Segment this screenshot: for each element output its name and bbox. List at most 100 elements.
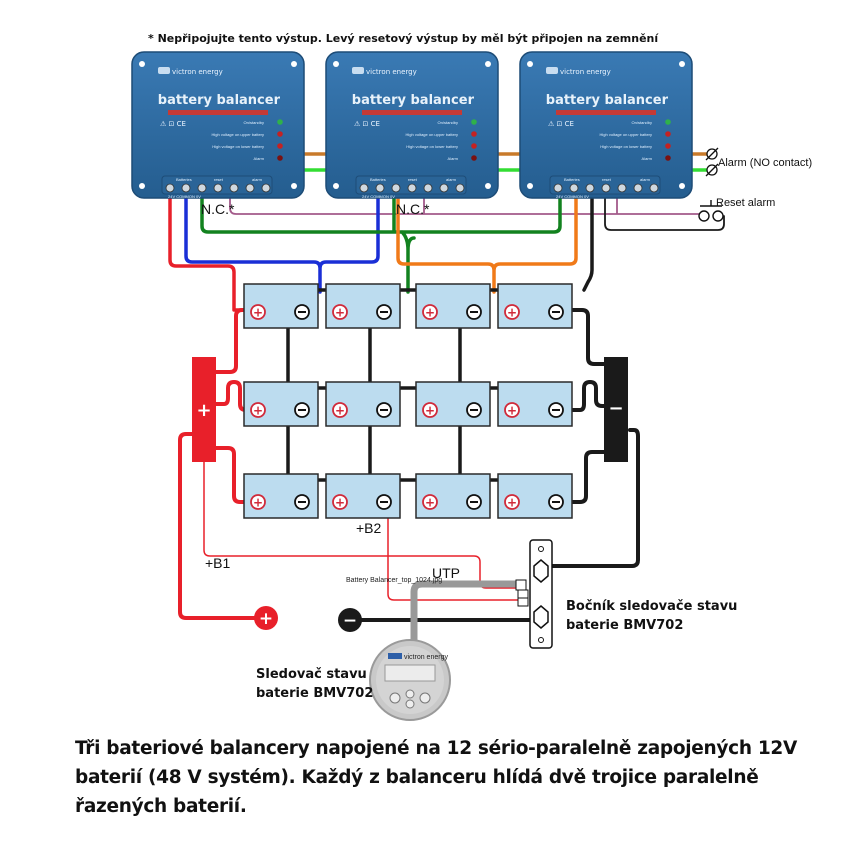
wire-green bbox=[200, 190, 562, 294]
battery-negative-terminal bbox=[376, 304, 392, 320]
busbar-plus-sign: + bbox=[196, 400, 211, 421]
alarm-contact bbox=[705, 147, 719, 177]
monitor-setup-button[interactable] bbox=[389, 692, 401, 704]
status-led bbox=[471, 143, 477, 149]
terminal-screw[interactable] bbox=[359, 183, 369, 193]
terminal-screw[interactable] bbox=[585, 183, 595, 193]
negative-terminal-sign: − bbox=[343, 611, 357, 631]
status-led bbox=[665, 143, 671, 149]
battery-positive-terminal: + bbox=[504, 402, 520, 418]
battery-negative-terminal bbox=[294, 402, 310, 418]
battery-positive-terminal: + bbox=[250, 402, 266, 418]
caption-line-1: Tři bateriové balancery napojené na 12 s… bbox=[75, 738, 798, 759]
terminal-group-label: reset bbox=[408, 177, 418, 182]
balancer-brand: victron energy bbox=[172, 68, 223, 76]
status-led bbox=[471, 131, 477, 137]
battery-negative-terminal bbox=[294, 494, 310, 510]
battery-negative-terminal bbox=[376, 402, 392, 418]
terminal-screw[interactable] bbox=[617, 183, 627, 193]
terminal-screw[interactable] bbox=[391, 183, 401, 193]
svg-text:+: + bbox=[253, 404, 263, 418]
b1-label: +B1 bbox=[205, 555, 231, 571]
nc-label-1: N.C.* bbox=[201, 201, 235, 217]
positive-busbar: + bbox=[192, 357, 216, 462]
battery-bank: ++++++++++++ bbox=[243, 283, 573, 519]
terminal-screw[interactable] bbox=[261, 183, 271, 193]
terminal-screw[interactable] bbox=[649, 183, 659, 193]
monitor-down-button[interactable] bbox=[405, 699, 415, 709]
svg-text:+: + bbox=[335, 306, 345, 320]
terminal-group-label: alarm bbox=[446, 177, 457, 182]
led-label: On/standby bbox=[632, 120, 652, 125]
wire-b2-sense bbox=[387, 509, 521, 601]
led-label: High voltage on upper battery bbox=[406, 132, 458, 137]
terminal-screw[interactable] bbox=[633, 183, 643, 193]
status-led bbox=[277, 131, 283, 137]
terminal-screw[interactable] bbox=[423, 183, 433, 193]
utp-cable bbox=[410, 580, 524, 644]
svg-text:+: + bbox=[507, 404, 517, 418]
terminal-screw[interactable] bbox=[181, 183, 191, 193]
caption: Tři bateriové balancery napojené na 12 s… bbox=[75, 734, 835, 821]
terminal-screw[interactable] bbox=[213, 183, 223, 193]
battery-positive-terminal: + bbox=[422, 494, 438, 510]
battery: + bbox=[415, 283, 491, 329]
balancer-title: battery balancer bbox=[546, 93, 669, 108]
terminal-screw[interactable] bbox=[569, 183, 579, 193]
wire-blue bbox=[184, 190, 380, 294]
terminal-screw[interactable] bbox=[245, 183, 255, 193]
monitor-brand: victron energy bbox=[404, 654, 448, 661]
monitor-select-button[interactable] bbox=[419, 692, 431, 704]
svg-text:+: + bbox=[425, 496, 435, 510]
terminal-group-label: Batteries bbox=[564, 177, 580, 182]
monitor-up-button[interactable] bbox=[405, 689, 415, 699]
wire-pos-row2 bbox=[210, 380, 254, 412]
terminal-screw[interactable] bbox=[229, 183, 239, 193]
terminal-screw[interactable] bbox=[407, 183, 417, 193]
battery-negative-terminal bbox=[294, 304, 310, 320]
led-label: High voltage on lower battery bbox=[600, 144, 652, 149]
battery: + bbox=[325, 473, 401, 519]
svg-text:+: + bbox=[335, 404, 345, 418]
busbar-minus-sign: − bbox=[608, 398, 623, 419]
reset-alarm-button[interactable] bbox=[698, 200, 724, 222]
terminal-group-label: alarm bbox=[640, 177, 651, 182]
svg-text:+: + bbox=[507, 496, 517, 510]
led-label: Alarm bbox=[254, 156, 265, 161]
terminal-screw[interactable] bbox=[375, 183, 385, 193]
balancer-title: battery balancer bbox=[352, 93, 475, 108]
balancers: victron energy battery balancer ⚠ ⊡ CE On/s… bbox=[131, 51, 693, 199]
battery: + bbox=[497, 381, 573, 427]
battery: + bbox=[243, 381, 319, 427]
battery-negative-terminal bbox=[466, 494, 482, 510]
terminal-screw[interactable] bbox=[197, 183, 207, 193]
status-led bbox=[471, 155, 477, 161]
svg-text:+: + bbox=[425, 404, 435, 418]
status-led bbox=[665, 155, 671, 161]
certification-marks: ⚠ ⊡ CE bbox=[548, 120, 574, 128]
terminal-screw[interactable] bbox=[439, 183, 449, 193]
terminal-group-label: reset bbox=[602, 177, 612, 182]
terminal-screw[interactable] bbox=[455, 183, 465, 193]
led-label: Alarm bbox=[642, 156, 653, 161]
terminal-screw[interactable] bbox=[601, 183, 611, 193]
terminal-caption: 24V COMMON 0V bbox=[556, 194, 589, 199]
battery-negative-terminal bbox=[548, 494, 564, 510]
terminal-screw[interactable] bbox=[165, 183, 175, 193]
file-name-label: Battery Balancer_top_1024.jpg bbox=[346, 577, 442, 584]
terminal-screw[interactable] bbox=[553, 183, 563, 193]
negative-terminal: − bbox=[338, 608, 362, 632]
wire-pos-row3 bbox=[210, 446, 254, 504]
battery-positive-terminal: + bbox=[250, 304, 266, 320]
balancer-title: battery balancer bbox=[158, 93, 281, 108]
b2-label: +B2 bbox=[356, 520, 382, 536]
battery-positive-terminal: + bbox=[250, 494, 266, 510]
battery-negative-terminal bbox=[548, 402, 564, 418]
svg-text:+: + bbox=[253, 496, 263, 510]
wire-pos-main bbox=[178, 432, 260, 620]
bmv702-monitor: victron energy bbox=[369, 639, 451, 721]
reset-alarm-label: Reset alarm bbox=[716, 197, 775, 209]
battery: + bbox=[497, 283, 573, 329]
battery: + bbox=[243, 473, 319, 519]
